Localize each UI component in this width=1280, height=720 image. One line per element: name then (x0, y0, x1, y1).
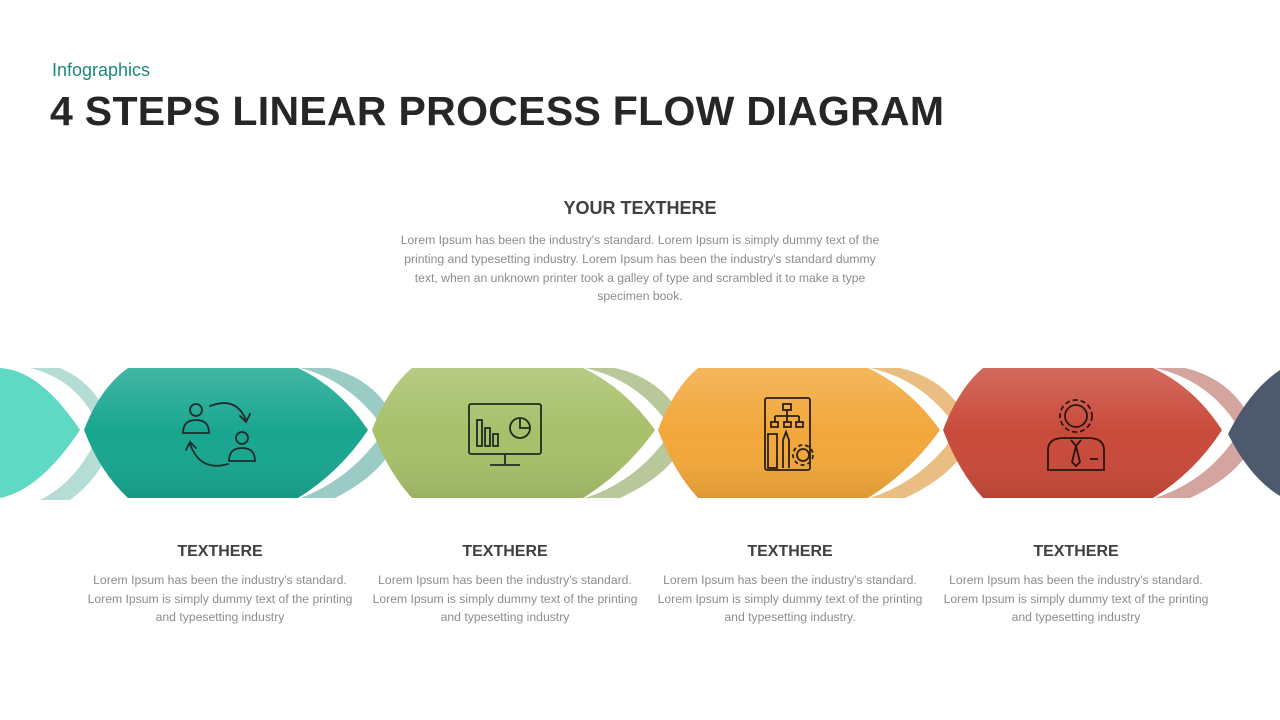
step-segment-1 (84, 368, 368, 498)
step-body: Lorem Ipsum has been the industry's stan… (657, 573, 923, 625)
twist-1 (300, 368, 400, 498)
subtitle: Infographics (52, 60, 151, 80)
step-heading: TEXTHERE (177, 543, 263, 560)
ribbon-edge-right (1228, 370, 1280, 496)
twist-3 (870, 368, 972, 498)
step-heading: TEXTHERE (1033, 543, 1119, 560)
step-body: Lorem Ipsum has been the industry's stan… (87, 573, 353, 625)
step-segment-4 (943, 368, 1222, 498)
step-segment-2 (372, 368, 655, 498)
blueprint-tools-icon (764, 397, 814, 471)
step-text-2: TEXTHERE Lorem Ipsum has been the indust… (365, 543, 645, 627)
step-heading: TEXTHERE (462, 543, 548, 560)
step-body: Lorem Ipsum has been the industry's stan… (943, 573, 1209, 625)
step-body: Lorem Ipsum has been the industry's stan… (372, 573, 638, 625)
step-text-3: TEXTHERE Lorem Ipsum has been the indust… (650, 543, 930, 627)
intro-body: Lorem Ipsum has been the industry's stan… (400, 233, 880, 304)
monitor-chart-icon (468, 403, 542, 466)
user-exchange-icon (182, 402, 256, 467)
intro-heading: YOUR TEXTHERE (563, 198, 717, 218)
step-text-1: TEXTHERE Lorem Ipsum has been the indust… (80, 543, 360, 627)
intro-block: YOUR TEXTHERE Lorem Ipsum has been the i… (390, 198, 890, 306)
step-heading: TEXTHERE (747, 543, 833, 560)
process-ribbon (0, 368, 1280, 500)
twist-4 (1155, 368, 1256, 498)
step-text-4: TEXTHERE Lorem Ipsum has been the indust… (936, 543, 1216, 627)
twist-2 (585, 368, 688, 498)
manager-gear-icon (1047, 399, 1105, 471)
page-title: 4 STEPS LINEAR PROCESS FLOW DIAGRAM (50, 88, 945, 134)
step-segment-3 (658, 368, 940, 498)
ribbon-edge-left (0, 368, 80, 498)
